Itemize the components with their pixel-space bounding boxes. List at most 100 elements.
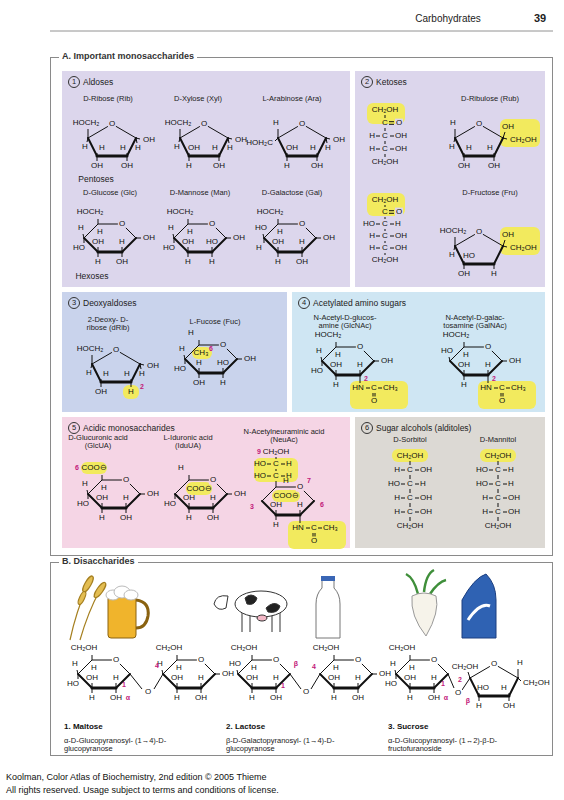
bond-line xyxy=(278,129,279,138)
bond-line xyxy=(188,252,189,257)
atom-label: H xyxy=(176,664,182,673)
atom-label: H xyxy=(72,660,78,669)
atom-label: OH xyxy=(502,123,514,132)
atom-label: CH₂OH xyxy=(523,679,550,688)
highlight xyxy=(480,449,516,462)
bond-line xyxy=(326,138,327,143)
position-number: 6 xyxy=(209,345,213,353)
bond-line xyxy=(498,475,499,479)
atom-label: H xyxy=(277,228,283,237)
bond-line xyxy=(252,655,253,660)
bond-line xyxy=(390,236,394,237)
bond-line xyxy=(358,688,359,693)
bond-line xyxy=(136,238,141,239)
atom-label: OH xyxy=(86,674,98,683)
bond-line xyxy=(177,683,178,688)
glycosidic-bond xyxy=(462,678,470,690)
bond-line xyxy=(415,484,419,485)
atom-label: H xyxy=(463,351,469,360)
bond-line xyxy=(401,484,405,485)
highlight xyxy=(350,381,408,409)
atom-label: H xyxy=(431,674,437,683)
atom-label: C xyxy=(499,384,505,393)
bond-line xyxy=(389,121,394,122)
atom-label: HOCH₂ xyxy=(77,345,104,354)
bond-line xyxy=(385,141,386,144)
atom-label: OH xyxy=(502,231,514,240)
position-number: 1 xyxy=(441,680,445,688)
atom-label: O xyxy=(395,119,403,128)
atom-label: O xyxy=(298,120,306,129)
atom-label: OH xyxy=(92,238,104,247)
bond-line xyxy=(509,693,510,696)
bond-line xyxy=(92,364,101,382)
bond-line xyxy=(509,696,510,701)
atom-label: H xyxy=(395,220,401,229)
position-number: 1 xyxy=(281,682,285,690)
bond-line xyxy=(302,252,303,257)
bond-line xyxy=(489,484,493,485)
atom-label: HN xyxy=(480,384,492,393)
bond-line xyxy=(199,340,200,345)
atom-label: H xyxy=(101,484,107,493)
atom-label: O xyxy=(354,656,362,665)
atom-label: HOCH₂ xyxy=(440,227,467,236)
atom-label: OH xyxy=(234,490,246,499)
atom-label: C xyxy=(382,208,388,217)
atom-label: O xyxy=(311,537,317,546)
atom-label: OH xyxy=(91,162,103,171)
atom-label: H xyxy=(449,143,455,152)
bond-line xyxy=(410,503,411,507)
group-label: Hexoses xyxy=(75,272,108,281)
atom-label: H xyxy=(174,694,180,703)
bond-line xyxy=(101,382,102,387)
bond-line xyxy=(334,683,335,688)
bond-line xyxy=(287,156,288,161)
atom-label: CH₂OH xyxy=(397,522,424,531)
compound-name: L-Fucose (Fuc) xyxy=(190,318,241,326)
bond-line xyxy=(278,138,287,156)
bond-line xyxy=(276,688,277,693)
compound-name: N-Acetyl-D-glucos- amine (GlcNAc) xyxy=(310,314,380,331)
atom-label: C xyxy=(495,466,501,475)
bond-line xyxy=(389,213,394,214)
atom-label: H xyxy=(123,494,129,503)
bond-line xyxy=(92,688,93,693)
bond-line xyxy=(219,138,228,156)
bond-line xyxy=(498,489,499,493)
bond-line xyxy=(188,247,189,252)
highlight xyxy=(81,462,107,474)
bond-line xyxy=(101,379,102,382)
bond-line xyxy=(276,515,277,520)
position-number: 3 xyxy=(250,503,254,511)
bond-line xyxy=(494,246,503,264)
bond-line xyxy=(174,238,175,243)
bond-line xyxy=(227,494,232,495)
atom-label: OH xyxy=(395,132,407,141)
atom-label: HOCH₂ xyxy=(315,331,342,340)
bond-line xyxy=(201,683,202,688)
bond-line xyxy=(454,246,455,250)
atom-label: H xyxy=(394,466,400,475)
atom-label: H xyxy=(78,224,84,233)
position-number: 6 xyxy=(320,501,324,509)
position-number: 2 xyxy=(492,375,496,383)
atom-label: H xyxy=(333,381,339,390)
atom-label: H xyxy=(249,694,255,703)
bond-line xyxy=(506,388,510,389)
atom-label: OH xyxy=(96,494,108,503)
atom-label: CH₃ xyxy=(511,384,526,393)
panel-heading: B. Disaccharides xyxy=(59,556,138,567)
bond-line xyxy=(179,138,180,142)
atom-label: CH₂OH xyxy=(231,644,258,653)
bond-line xyxy=(494,388,498,389)
atom-label: C xyxy=(495,508,501,517)
atom-label: O xyxy=(108,120,116,129)
atom-label: OH xyxy=(323,234,335,243)
atom-label: H xyxy=(251,664,257,673)
atom-label: HO xyxy=(229,660,241,669)
atom-label: H xyxy=(325,144,331,153)
bond-line xyxy=(358,683,359,688)
atom-label: HO xyxy=(254,472,266,481)
panel-number: 6 xyxy=(361,422,373,434)
